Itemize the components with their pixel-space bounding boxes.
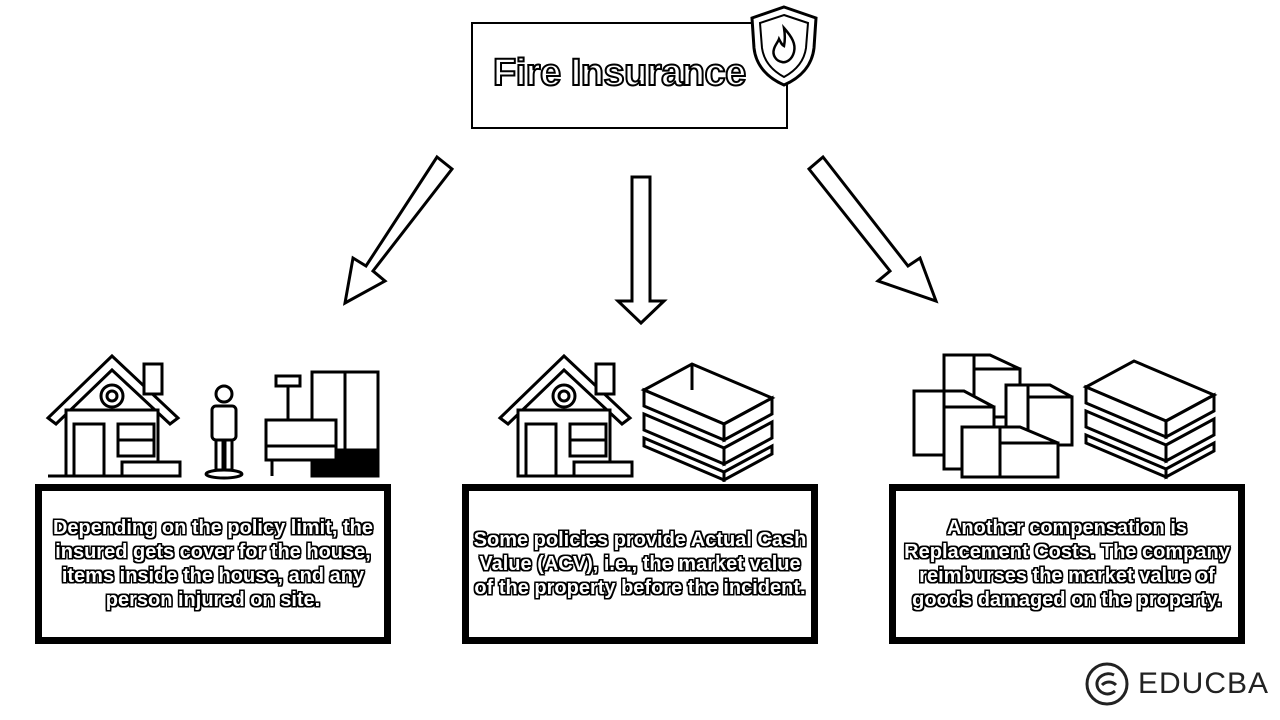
educba-logo-icon: [1085, 662, 1129, 706]
diagram-title: Fire Insurance: [492, 51, 747, 95]
educba-logo: EDUCBA: [1084, 658, 1274, 710]
person-icon: [204, 384, 244, 480]
card-coverage-text: Depending on the policy limit, the insur…: [52, 517, 373, 611]
arrow-center: [614, 175, 668, 326]
cash-stack-icon: [1082, 359, 1218, 480]
fire-shield-icon: [750, 5, 818, 87]
arrow-right: [806, 154, 939, 304]
card-acv: Some policies provide Actual Cash Value …: [462, 484, 818, 644]
arrow-left: [342, 154, 455, 306]
house-icon: [497, 353, 634, 478]
title-box: [471, 22, 788, 129]
card-replacement-text: Another compensation is Replacement Cost…: [904, 517, 1230, 611]
cash-stack-icon: [640, 362, 776, 482]
illustration-house-cash: [497, 353, 776, 482]
educba-logo-text: EDUCBA: [1138, 667, 1270, 700]
furniture-icon: [264, 370, 380, 478]
card-replacement: Another compensation is Replacement Cost…: [889, 484, 1245, 644]
card-acv-text: Some policies provide Actual Cash Value …: [473, 529, 807, 599]
illustration-house-items: [45, 353, 380, 480]
house-icon: [45, 353, 182, 478]
illustration-boxes-cash: [912, 353, 1218, 480]
card-coverage: Depending on the policy limit, the insur…: [35, 484, 391, 644]
boxes-icon: [912, 353, 1074, 479]
